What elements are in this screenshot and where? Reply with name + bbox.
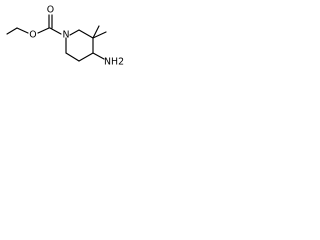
bond-ring-c3-c2 (78, 29, 94, 39)
bond-ester-o-carbonyl-c (37, 27, 50, 34)
bond-methyl-1 (92, 25, 100, 39)
bond-ethyl-ch3-ch2 (6, 27, 18, 35)
bond-carbonyl-c-ring-n (49, 27, 62, 35)
bond-ring-c2-n (69, 29, 80, 36)
amine-label: NH2 (104, 57, 124, 68)
molecule-structure-diagram: O O N NH2 (6, 5, 124, 68)
bond-ring-c6-c5 (65, 52, 80, 62)
bond-ring-c5-c4 (78, 52, 94, 62)
bond-c4-amine (92, 52, 105, 60)
carbonyl-oxygen-label: O (47, 5, 54, 16)
ester-oxygen-label: O (29, 30, 36, 41)
ring-nitrogen-label: N (62, 30, 69, 41)
bond-ethyl-ch2-o (16, 27, 29, 34)
bond-methyl-2 (92, 31, 107, 39)
